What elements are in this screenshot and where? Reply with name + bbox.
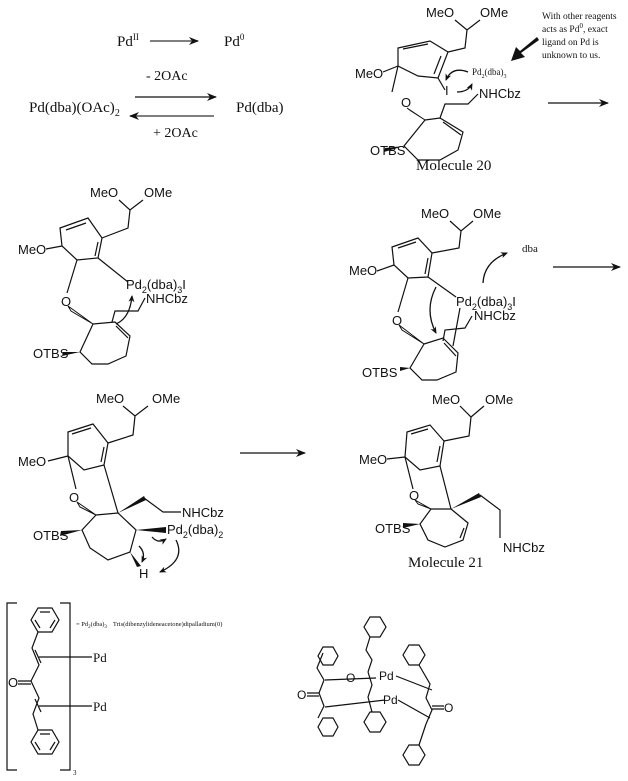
note-line-4: unknown to us. [542,51,600,61]
intermediate-beta-hydride: MeO OMe MeO O NHCbz Pd2(dba)2 H OTBS [18,391,224,581]
meo-label: MeO [432,392,460,407]
molecule-20: MeO OMe MeO I Pd2(dba)3 O NHCbz OTBS Mol… [355,5,521,174]
meo-aryl-label: MeO [349,263,377,278]
meo-label: MeO [96,391,124,406]
curved-arrow-beta-hydride [159,539,180,573]
plus-oac-label: + 2OAc [153,126,198,141]
phenyl-ring [30,729,60,755]
nhcbz-label: NHCbz [182,505,224,520]
molecule-21-caption: Molecule 21 [408,555,483,571]
curved-arrow-alkene-to-pd [115,295,135,325]
curved-arrow-ch-bond [138,545,148,563]
curved-arrow-dba-loss [482,252,508,284]
otbs-label: OTBS [375,521,411,536]
pd-ii-label: PdII [117,32,139,50]
meo-aryl-label: MeO [18,454,46,469]
otbs-label: OTBS [33,346,69,361]
pd-atom-label: Pd [93,699,107,714]
carbonyl-o-right-label: O [444,701,453,715]
otbs-label: OTBS [362,365,398,380]
meo-aryl-label: MeO [355,66,383,81]
dba-label: dba [522,243,538,255]
meo-aryl-label: MeO [359,452,387,467]
meo-label: MeO [90,185,118,200]
bold-pointer-arrow [511,37,539,61]
meo-label: MeO [426,5,454,20]
nhcbz-label: NHCbz [474,308,516,323]
otbs-label: OTBS [33,528,69,543]
carbonyl-o-label: O [8,675,18,690]
note-line-1: With other reagents [542,12,617,22]
nhcbz-label: NHCbz [146,291,188,306]
ome-label: OMe [152,391,180,406]
ether-o-label: O [69,490,79,505]
phenyl-ring [30,607,60,633]
ether-o-label: O [392,313,402,328]
ome-label: OMe [473,206,501,221]
pd2dba3-reagent-label: Pd2(dba)3 [472,67,507,80]
ome-label: OMe [144,185,172,200]
pd2dba3i-label: Pd2(dba)3I [456,294,516,312]
pd2dba2-label: Pd2(dba)2 [167,522,223,540]
left-bracket [6,602,17,771]
minus-oac-label: - 2OAc [146,69,188,84]
intermediate-carbopalladation: MeO OMe MeO Pd2(dba)3I NHCbz O dba OTBS [349,206,538,381]
ome-label: OMe [480,5,508,20]
pd-dba-oac2-label: Pd(dba)(OAc)2 [29,100,120,119]
curved-arrow-pd-small [151,536,167,545]
molecule-21: MeO OMe MeO O NHCbz OTBS Molecule 21 [359,392,545,571]
pd-dba-label: Pd(dba) [236,100,284,116]
molecule-20-caption: Molecule 20 [416,158,491,174]
pd-0-label: Pd0 [224,32,245,50]
curved-arrow-i-to-pd [456,83,473,93]
otbs-label: OTBS [370,143,406,158]
bridging-o-label: O [346,671,355,685]
note-line-2: acts as Pd0, exact [542,22,608,35]
ether-o-label: O [61,294,71,309]
curved-arrow-pd-to-c [445,69,469,81]
pd2dba3i-label: Pd2(dba)3I [126,277,186,295]
bracket-subscript: 3 [73,769,77,777]
meo-aryl-label: MeO [18,242,46,257]
ome-label: OMe [485,392,513,407]
ether-o-label: O [401,95,411,110]
pd-atom-label: Pd [93,650,107,665]
pd-note: With other reagents acts as Pd0, exact l… [511,12,617,61]
iodo-label: I [445,83,449,98]
carbonyl-o-label: O [297,688,306,702]
nhcbz-label: NHCbz [503,540,545,555]
curved-arrow-migratory-insertion [429,286,437,334]
ether-o-label: O [409,488,419,503]
intermediate-oxidative-addition: MeO OMe MeO Pd2(dba)3I NHCbz O OTBS [18,185,188,365]
hydride-label: H [139,566,148,581]
note-line-3: ligand on Pd is [542,38,599,48]
pd2dba3-complex-structure: O O Pd Pd O [297,616,453,766]
nhcbz-label: NHCbz [479,86,521,101]
right-bracket [60,602,71,771]
pd-bottom-label: Pd [383,693,398,707]
meo-label: MeO [421,206,449,221]
pd-top-label: Pd [379,669,394,683]
equilibrium-block: PdII Pd0 - 2OAc + 2OAc Pd(dba)(OAc)2 Pd(… [29,32,284,141]
